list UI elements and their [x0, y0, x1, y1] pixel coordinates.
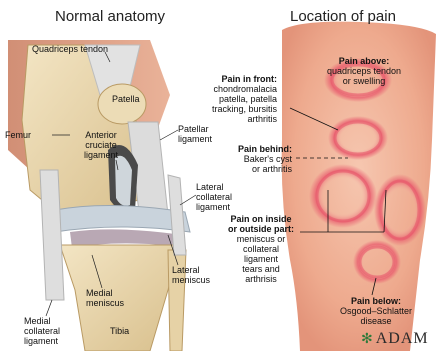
pain-above-heading: Pain above: [327, 56, 401, 66]
pain-above-text: quadriceps tendon or swelling [327, 66, 401, 86]
pain-behind-heading: Pain behind: [238, 144, 292, 154]
title-normal-anatomy: Normal anatomy [55, 8, 165, 25]
watermark-text: ADAM [376, 330, 429, 347]
pain-front-text: chondromalacia patella, patella tracking… [212, 84, 277, 124]
pain-label-behind: Pain behind: Baker's cyst or arthritis [238, 144, 292, 174]
pain-side-text: meniscus or collateral ligament tears an… [228, 234, 294, 284]
pain-area-behind [309, 164, 377, 228]
pain-below-heading: Pain below: [340, 296, 412, 306]
pain-label-side: Pain on inside or outside part: meniscus… [228, 214, 294, 284]
label-anterior-cruciate-ligament: Anterior cruciate ligament [84, 130, 118, 160]
label-patella: Patella [112, 94, 140, 104]
label-medial-meniscus: Medial meniscus [86, 288, 124, 308]
pain-label-front: Pain in front: chondromalacia patella, p… [212, 74, 277, 124]
adam-logo-icon: ✻ [361, 332, 374, 347]
pain-side-heading: Pain on inside or outside part: [228, 214, 294, 234]
label-tibia: Tibia [110, 326, 129, 336]
label-femur: Femur [5, 130, 31, 140]
label-quadriceps-tendon: Quadriceps tendon [32, 44, 108, 54]
pain-front-heading: Pain in front: [212, 74, 277, 84]
label-lateral-collateral-ligament: Lateral collateral ligament [196, 182, 232, 212]
adam-watermark: ✻ADAM [361, 330, 429, 348]
label-medial-collateral-ligament: Medial collateral ligament [24, 316, 60, 346]
pain-label-above: Pain above: quadriceps tendon or swellin… [327, 56, 401, 86]
pain-below-text: Osgood–Schlatter disease [340, 306, 412, 326]
pain-behind-text: Baker's cyst or arthritis [238, 154, 292, 174]
title-location-of-pain: Location of pain [290, 8, 396, 25]
label-lateral-meniscus: Lateral meniscus [172, 265, 210, 285]
pain-label-below: Pain below: Osgood–Schlatter disease [340, 296, 412, 326]
label-patellar-ligament: Patellar ligament [178, 124, 212, 144]
